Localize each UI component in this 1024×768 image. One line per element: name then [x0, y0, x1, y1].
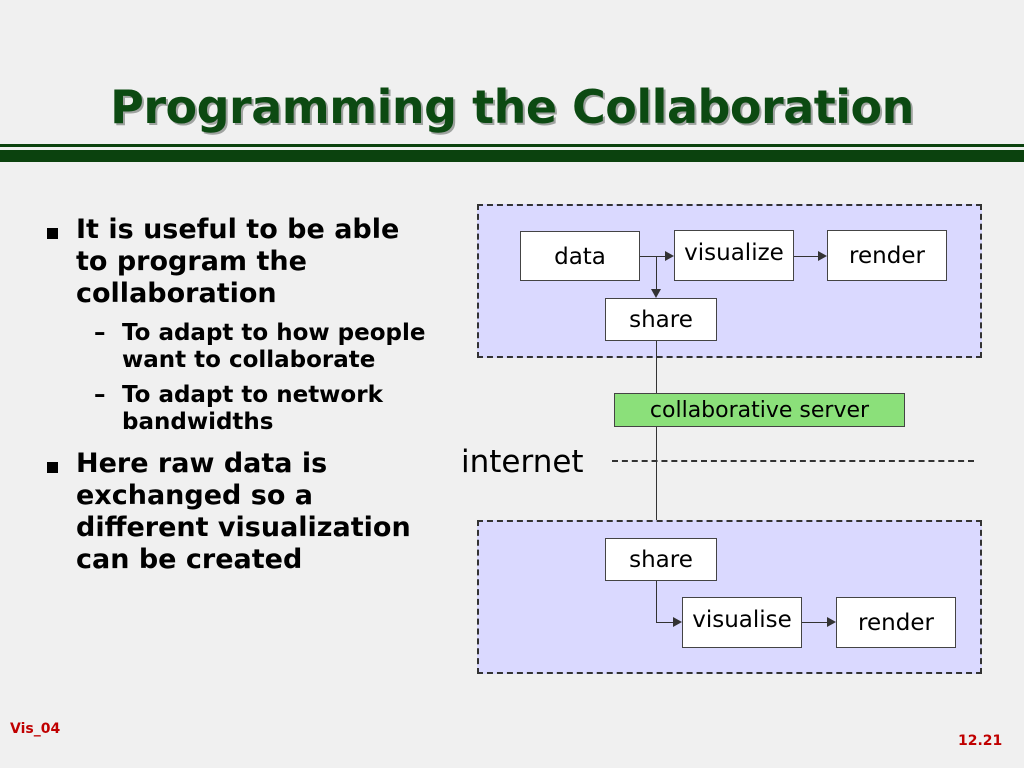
- bullet-text: It is useful to be able to program the c…: [76, 214, 400, 309]
- connector-line: [656, 622, 674, 623]
- sub-bullet-text: To adapt to how people want to collabora…: [122, 320, 426, 373]
- connector-line: [640, 256, 666, 257]
- share-box-top: share: [605, 298, 717, 341]
- title-rule-thick: [0, 150, 1024, 162]
- footer-course-code: Vis_04: [10, 721, 61, 737]
- arrow-down-icon: [651, 289, 661, 298]
- dash-icon: –: [94, 382, 106, 408]
- connector-line: [794, 256, 819, 257]
- bullet-list: It is useful to be able to program the c…: [44, 214, 434, 582]
- arrow-right-icon: [673, 617, 682, 627]
- visualize-box: visualize: [674, 230, 794, 281]
- bullet-item: It is useful to be able to program the c…: [44, 214, 434, 310]
- share-box-bottom: share: [605, 538, 717, 581]
- title-rule-thin: [0, 144, 1024, 147]
- arrow-right-icon: [665, 251, 674, 261]
- sub-bullet-item: – To adapt to network bandwidths: [44, 382, 434, 436]
- sub-bullet-text: To adapt to network bandwidths: [122, 382, 383, 435]
- collaborative-server-box: collaborative server: [614, 393, 905, 427]
- bullet-item: Here raw data is exchanged so a differen…: [44, 448, 434, 576]
- footer-slide-number: 12.21: [958, 733, 1003, 749]
- render-box-bottom: render: [836, 597, 956, 648]
- connector-line: [656, 256, 657, 291]
- slide-title: Programming the Collaboration: [110, 80, 914, 134]
- internet-label: internet: [461, 444, 584, 480]
- connector-line: [802, 622, 828, 623]
- dash-icon: –: [94, 320, 106, 346]
- sub-bullet-item: – To adapt to how people want to collabo…: [44, 320, 434, 374]
- internet-dashed-line: [612, 460, 974, 462]
- network-line: [656, 341, 657, 538]
- visualise-box: visualise: [682, 597, 802, 648]
- arrow-right-icon: [818, 251, 827, 261]
- top-panel: [477, 204, 982, 358]
- render-box-top: render: [827, 230, 947, 281]
- bullet-square-icon: [47, 228, 58, 239]
- arrow-right-icon: [827, 617, 836, 627]
- bullet-text: Here raw data is exchanged so a differen…: [76, 448, 411, 575]
- data-box: data: [520, 231, 640, 281]
- connector-line: [656, 581, 657, 623]
- bullet-square-icon: [47, 462, 58, 473]
